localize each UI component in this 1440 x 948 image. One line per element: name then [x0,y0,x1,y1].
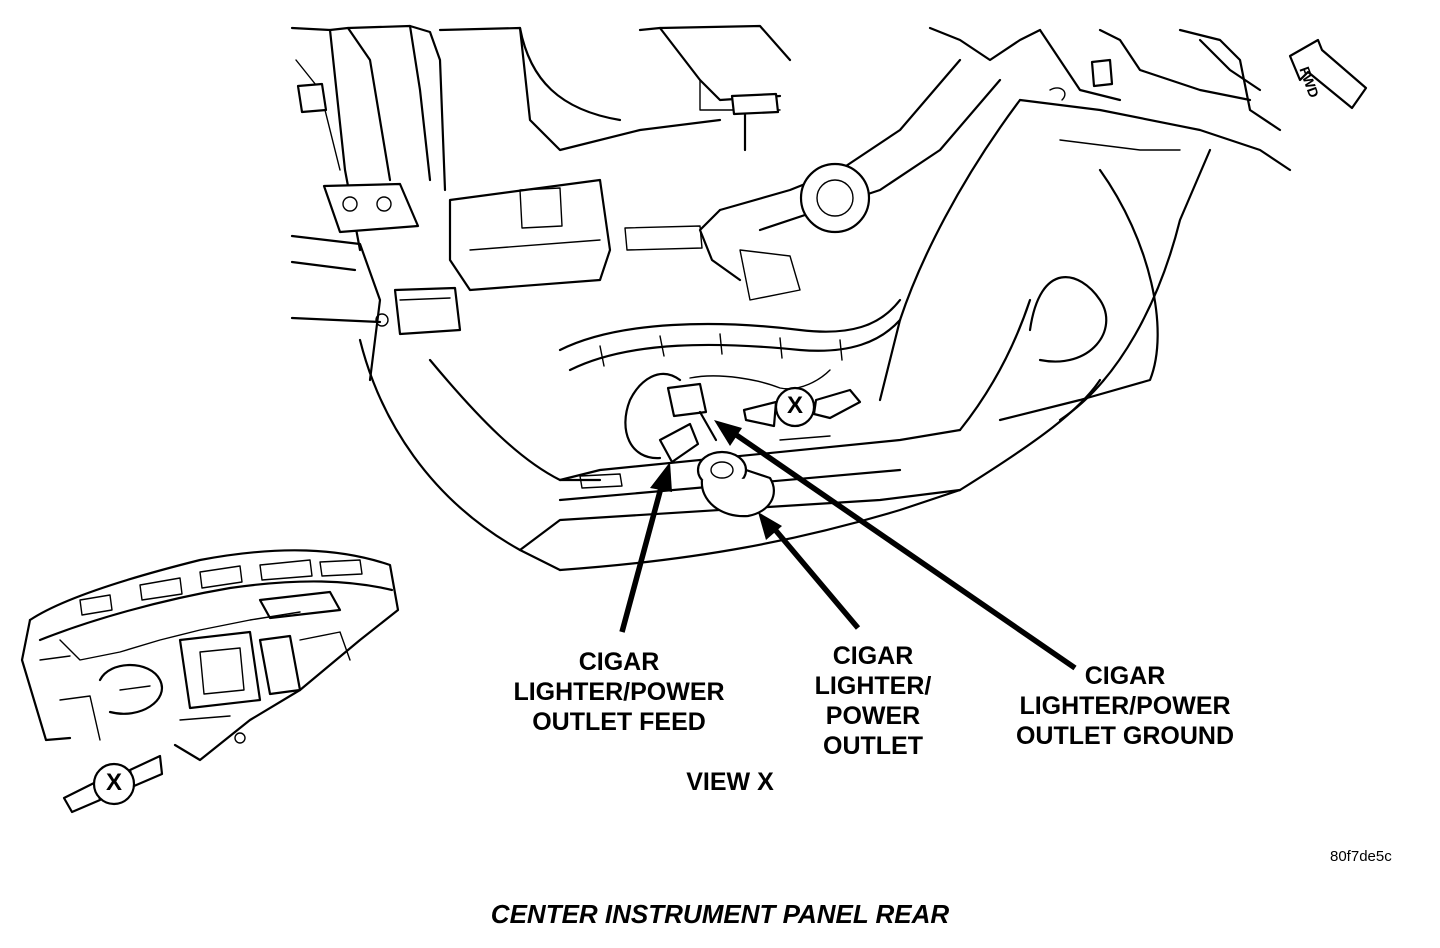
callout-outlet-feed-line-2: LIGHTER/POWER [513,678,725,706]
inset-view-x-letter: X [105,769,122,796]
callout-outlet-ground-line-3: OUTLET GROUND [1015,722,1235,750]
inset-view-x-marker [62,754,164,814]
view-title: VIEW X [686,768,774,796]
instrument-panel-inset [20,549,400,762]
diagram-caption: CENTER INSTRUMENT PANEL REAR [490,899,950,929]
callout-outlet-ground-line-1: CIGAR [1084,662,1166,690]
instrument-panel-structure [290,24,1292,572]
callout-outlet-ground: CIGAR LIGHTER/POWER OUTLET GROUND [995,661,1255,751]
callout-power-outlet: CIGAR LIGHTER/ POWER OUTLET [793,641,953,761]
view-x-marker [742,386,862,428]
callout-power-outlet-line-2: LIGHTER/ [814,672,932,700]
reference-code: 80f7de5c [1330,848,1392,865]
view-x-letter: X [786,392,803,419]
fwd-arrow [1288,38,1368,110]
callout-power-outlet-line-1: CIGAR [832,642,914,670]
callout-power-outlet-line-3: POWER [825,702,921,730]
callout-outlet-feed-line-1: CIGAR [578,648,660,676]
callout-power-outlet-line-4: OUTLET [823,732,923,760]
callout-outlet-feed-line-3: OUTLET FEED [532,708,706,736]
leader-arrows [619,420,1077,671]
callout-outlet-ground-line-2: LIGHTER/POWER [1019,692,1231,720]
callout-outlet-feed: CIGAR LIGHTER/POWER OUTLET FEED [494,647,744,737]
